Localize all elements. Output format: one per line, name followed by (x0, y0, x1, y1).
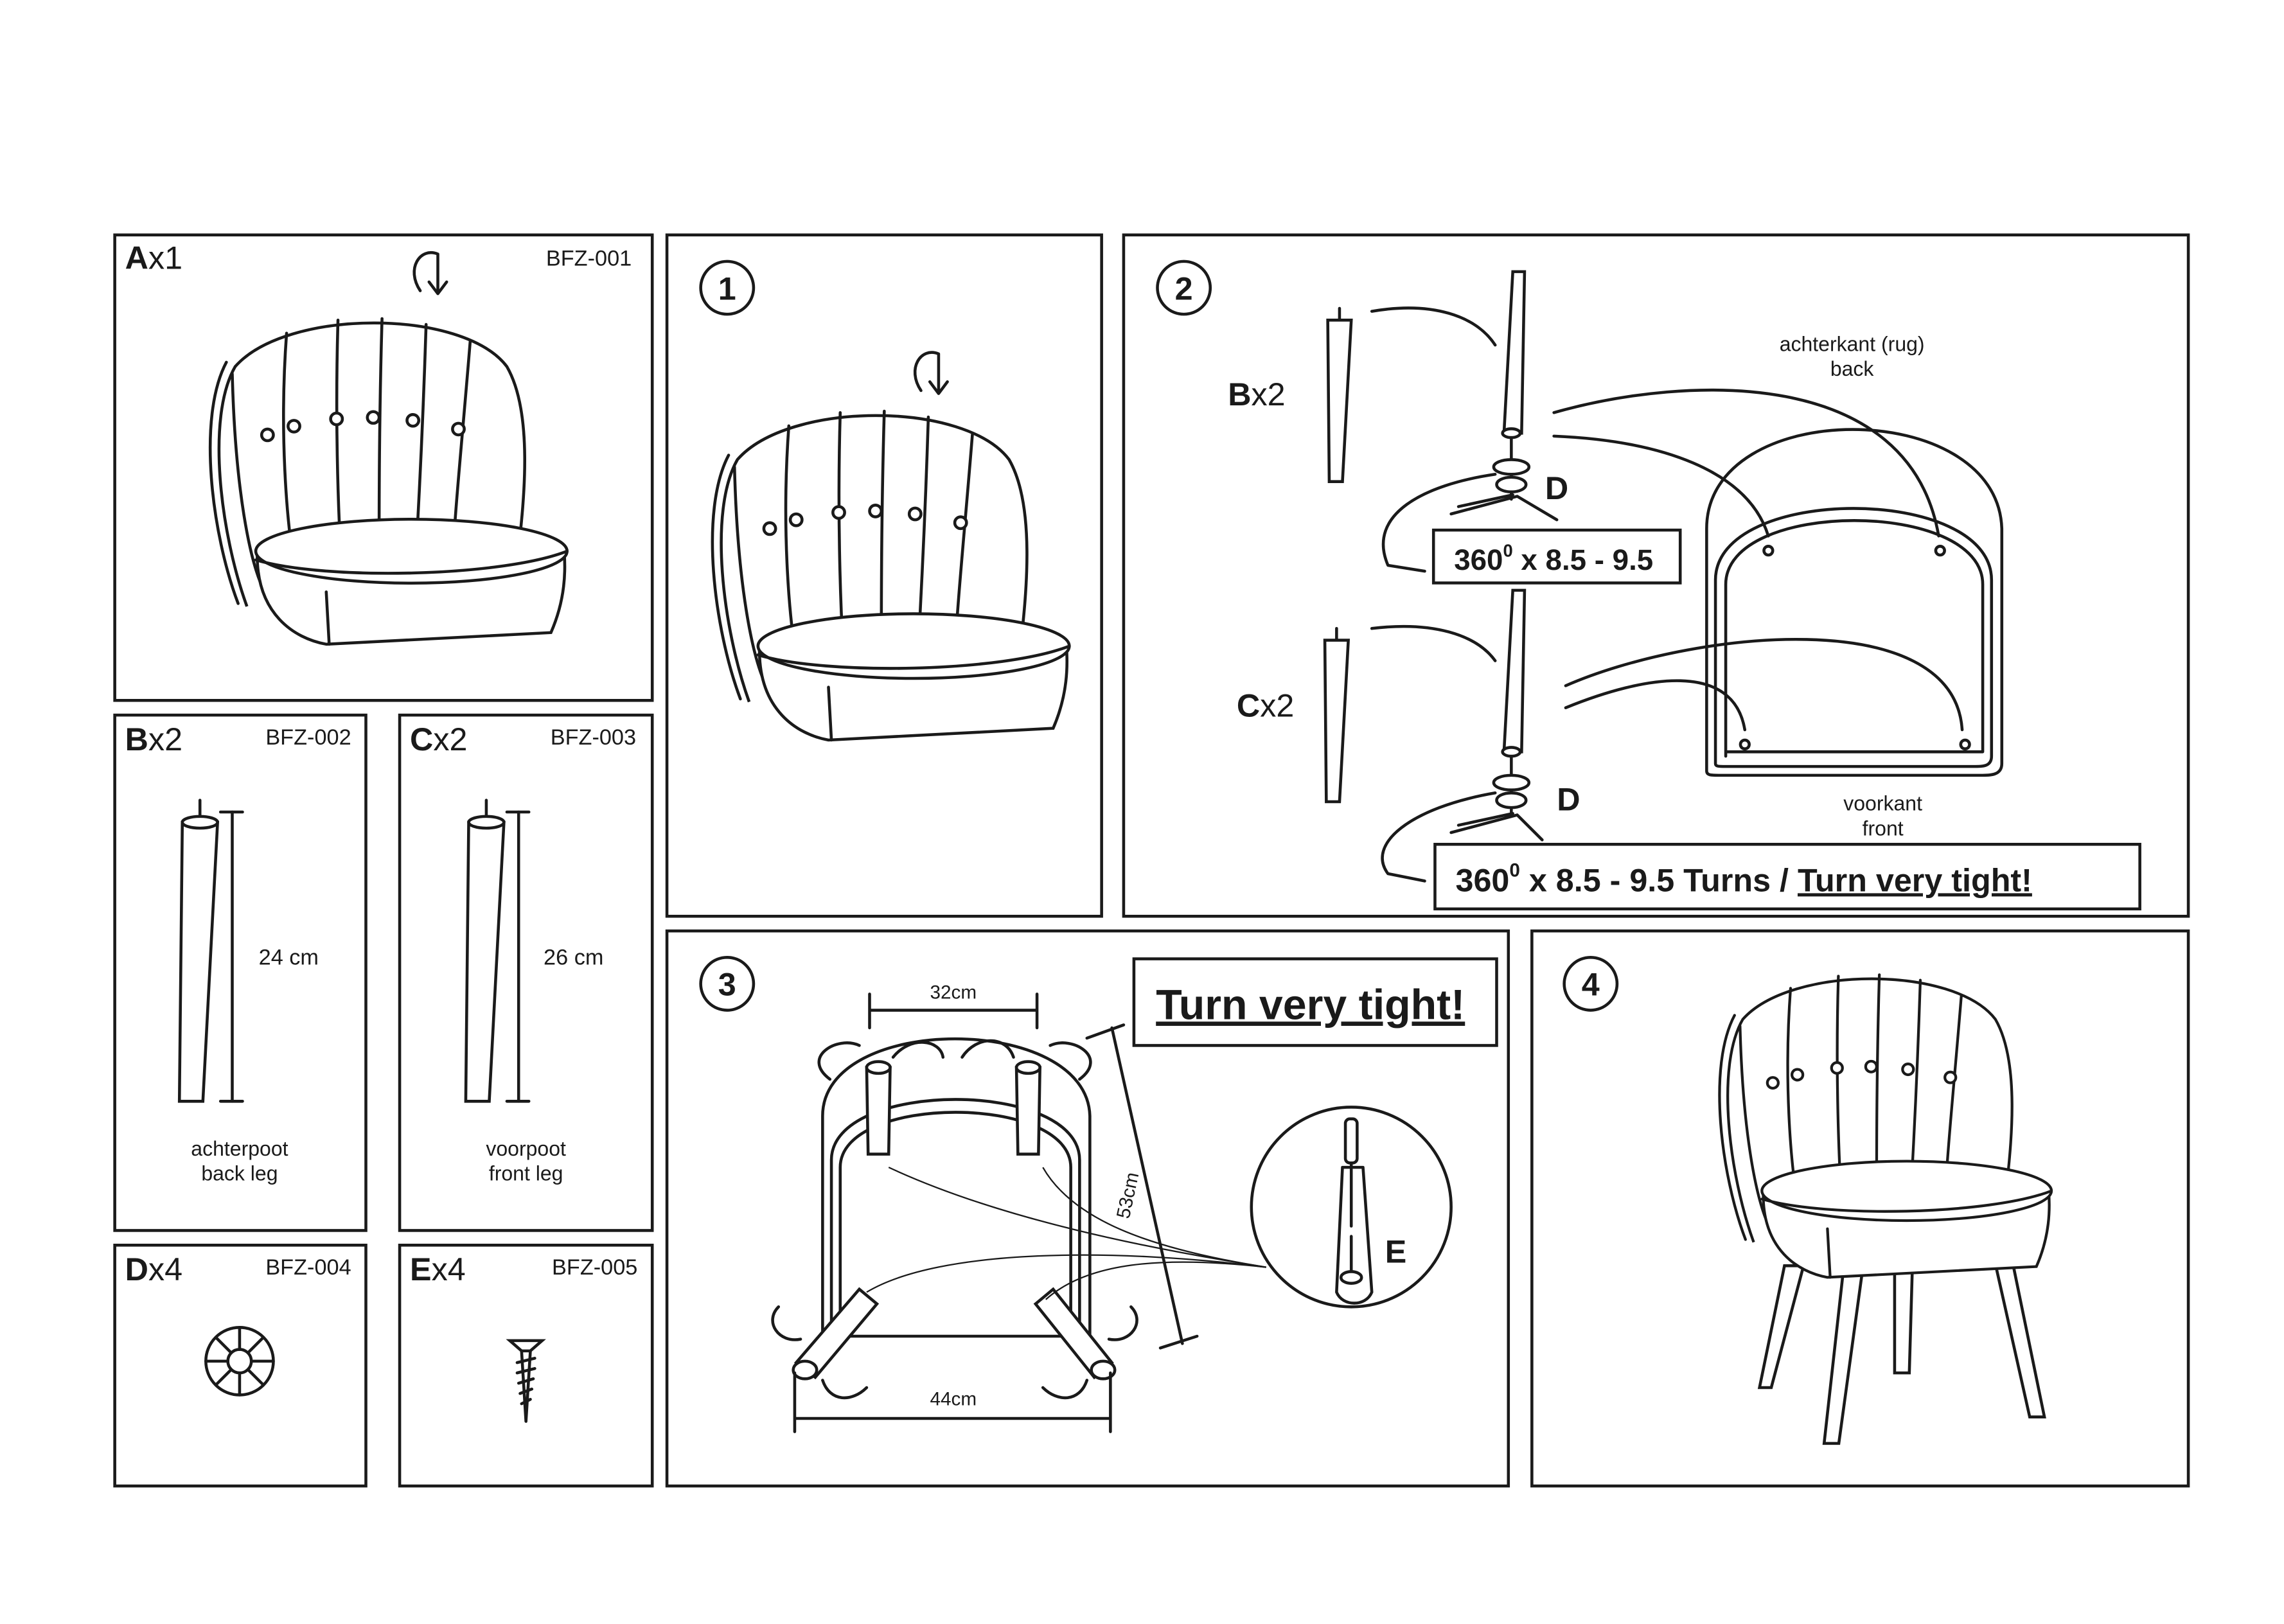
part-a-label: Ax1 (125, 239, 182, 276)
part-a-panel: Ax1 BFZ-001 (113, 233, 654, 702)
step-2-panel: 2 Bx2 Cx2 D D (1122, 233, 2190, 918)
tight-box (1132, 957, 1498, 1047)
part-d-code: BFZ-004 (265, 1255, 351, 1280)
part-e-panel: Ex4 BFZ-005 (398, 1244, 654, 1488)
part-b-code: BFZ-002 (265, 725, 351, 750)
part-d-label: Dx4 (125, 1251, 182, 1287)
screw-icon (506, 1339, 546, 1423)
part-b-panel: Bx2 BFZ-002 24 cm achterpoot back leg (113, 713, 367, 1232)
front-label-en: front (1863, 817, 1904, 840)
back-leg-name-en: back leg (201, 1162, 278, 1185)
back-leg-icon (177, 799, 244, 1103)
part-c-panel: Cx2 BFZ-003 26 cm voorpoot front leg (398, 713, 654, 1232)
step-number-circle (699, 260, 756, 316)
leg-b-illustration (1326, 270, 1559, 573)
turns-box-long (1433, 842, 2141, 911)
front-leg-icon (464, 799, 531, 1103)
step-2-legs-c-label: Cx2 (1237, 687, 1294, 723)
front-leg-name-en: front leg (489, 1162, 563, 1185)
back-leg-name-nl: achterpoot (191, 1137, 288, 1160)
washer-label-d-lower: D (1557, 781, 1580, 818)
step-3-panel: 3 Turn very tight! (665, 929, 1510, 1488)
tight-warning: Turn very tight! (1156, 981, 1465, 1028)
chair-bottom-view (1552, 388, 2004, 777)
leg-c-illustration (1323, 588, 1544, 883)
front-leg-length: 26 cm (544, 946, 603, 970)
step-2-legs-b-label: Bx2 (1228, 376, 1285, 412)
back-label-en: back (1830, 357, 1875, 380)
step-4-number: 4 (1582, 966, 1600, 1003)
part-b-label: Bx2 (125, 721, 182, 757)
step-1-panel: 1 (665, 233, 1103, 918)
turns-text-short: 3600 x 8.5 - 9.5 (1454, 540, 1653, 576)
part-c-code: BFZ-003 (551, 725, 636, 750)
washer-icon (204, 1326, 275, 1397)
screwdriver-detail (1250, 1106, 1453, 1309)
turns-text-long: 3600 x 8.5 - 9.5 Turns / Turn very tight… (1456, 860, 2032, 899)
washer-label-d-upper: D (1545, 470, 1568, 506)
front-label-nl: voorkant (1843, 792, 1922, 815)
part-e-code: BFZ-005 (552, 1255, 637, 1280)
part-c-label: Cx2 (410, 721, 467, 757)
step-3-number: 3 (718, 966, 736, 1003)
part-d-panel: Dx4 BFZ-004 (113, 1244, 367, 1488)
front-leg-name-nl: voorpoot (486, 1137, 566, 1160)
part-e-label: Ex4 (410, 1251, 466, 1287)
back-leg-length: 24 cm (259, 946, 319, 970)
chair-bottom-with-legs (771, 993, 1266, 1433)
turns-box-short (1431, 528, 1682, 585)
width-top-dimension: 32cm (930, 982, 977, 1003)
width-bottom-dimension: 44cm (930, 1388, 977, 1409)
step-2-number: 2 (1175, 270, 1193, 306)
step-4-panel: 4 (1530, 929, 2190, 1488)
part-a-code: BFZ-001 (546, 247, 632, 271)
screw-label-e: E (1385, 1233, 1407, 1270)
step-1-number: 1 (718, 270, 736, 306)
back-label-nl: achterkant (rug) (1780, 332, 1925, 355)
